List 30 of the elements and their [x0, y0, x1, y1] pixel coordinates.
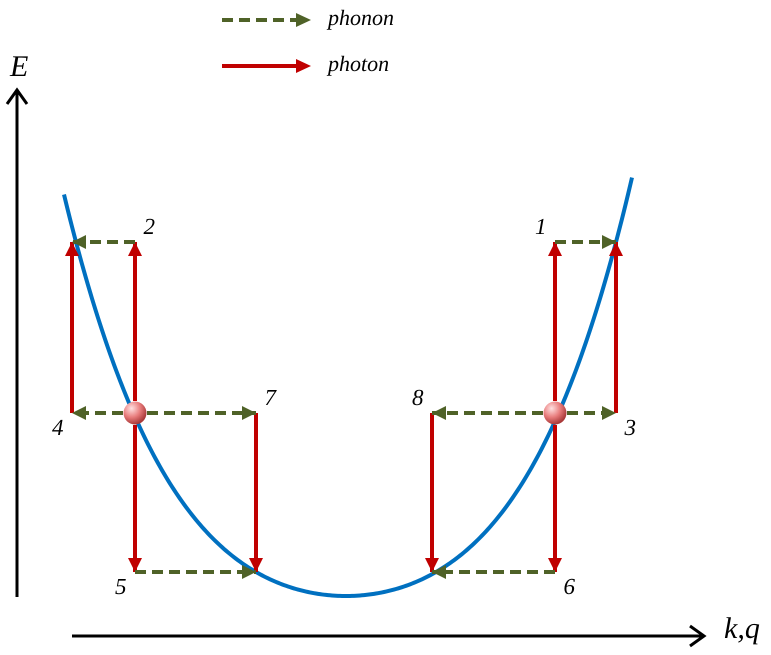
- point-label: 1: [535, 216, 555, 242]
- arrow: [548, 425, 562, 572]
- point-label: 4: [52, 413, 72, 439]
- axis-label: E: [10, 50, 28, 84]
- point-label: 7: [256, 387, 276, 413]
- electron-sphere: [543, 401, 567, 425]
- point-label: 3: [616, 413, 636, 439]
- axis-label: k,q: [724, 612, 760, 646]
- electron-sphere: [123, 401, 147, 425]
- arrow: [128, 425, 142, 572]
- dashed-arrow: [432, 565, 555, 579]
- point-label: 8: [412, 387, 432, 413]
- arrow: [548, 242, 562, 401]
- dashed-arrow: [555, 235, 616, 249]
- point-label: 2: [135, 216, 155, 242]
- dashed-arrow: [567, 406, 616, 420]
- legend-label: photon: [328, 51, 390, 77]
- arrow: [65, 242, 79, 413]
- arrow: [249, 413, 263, 572]
- legend-label: phonon: [328, 5, 394, 31]
- arrow: [128, 242, 142, 401]
- dashed-arrow: [432, 406, 543, 420]
- dashed-arrow: [72, 406, 123, 420]
- point-label: 6: [555, 572, 575, 598]
- point-label: 5: [115, 572, 135, 598]
- arrow: [425, 413, 439, 572]
- arrow: [609, 242, 623, 413]
- dashed-arrow: [135, 565, 256, 579]
- dashed-arrow: [147, 406, 256, 420]
- dashed-arrow: [72, 235, 135, 249]
